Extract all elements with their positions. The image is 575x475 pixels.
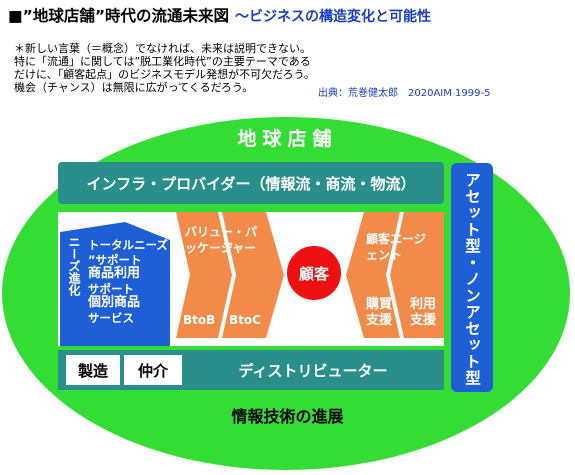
needs-item: トータルニーズ	[88, 238, 168, 252]
agent-label-1: 顧客エージ	[366, 232, 426, 246]
it-progress-label: 情報技術の進展	[231, 407, 344, 426]
asset-type-label: アセット型・ノンアセット型	[463, 171, 481, 387]
needs-item: ”サポート	[88, 252, 142, 267]
purchase-support-2: 支援	[366, 313, 393, 328]
customer-agent-chevrons	[346, 212, 444, 338]
infra-provider-bar: インフラ・プロバイダー（情報流・商流・物流）	[58, 162, 444, 204]
asset-type-bar: アセット型・ノンアセット型	[451, 163, 493, 392]
needs-evolution-block: ニーズ進化 トータルニーズ ”サポート 商品利用 サポート 個別商品 サービス	[60, 222, 170, 346]
value-packager-chevrons	[176, 212, 284, 338]
purchase-support-1: 購買	[366, 297, 393, 312]
distributor-bar	[58, 350, 444, 390]
manufacturing-tag: 製造	[66, 355, 120, 385]
distributor-label: ディストリビューター	[238, 361, 388, 380]
source-citation: 出典：荒巻健太郎 2020AIM 1999-5	[318, 88, 491, 99]
value-packager-label-1: バリュー・パ	[185, 225, 258, 239]
btob-chevron	[176, 212, 232, 338]
needs-evolution-label: ニーズ進化	[67, 236, 81, 296]
purchase-chevron	[346, 212, 400, 338]
btob-label: BtoB	[183, 313, 216, 327]
needs-item: 商品利用	[88, 266, 141, 281]
usage-chevron	[390, 212, 444, 338]
note-line-1: ＊新しい言葉（＝概念）でなければ、未来は説明できない。	[14, 42, 311, 55]
earth-store-label: 地球店舗	[237, 128, 338, 150]
note-line-2: 特に「流通」に関しては”脱工業化時代”の主要テーマである	[14, 55, 311, 68]
intermediary-tag: 仲介	[124, 355, 182, 385]
page-title: ■”地球店舗”時代の流通未来図〜ビジネスの構造変化と可能性	[8, 4, 431, 26]
title-main: ■”地球店舗”時代の流通未来図	[8, 7, 230, 25]
needs-arrow-shape	[60, 222, 170, 346]
usage-support-1: 利用	[410, 297, 437, 312]
value-packager-label-2: ッケージャー	[185, 241, 257, 255]
needs-item: サービス	[88, 310, 134, 325]
title-subtitle: 〜ビジネスの構造変化と可能性	[235, 9, 432, 25]
btoc-chevron	[222, 212, 284, 338]
customer-circle: 顧客	[287, 246, 341, 300]
agent-label-2: ェント	[366, 248, 403, 262]
needs-item: サポート	[88, 281, 134, 296]
needs-item: 個別商品	[88, 295, 141, 310]
needs-items-list: トータルニーズ ”サポート 商品利用 サポート 個別商品 サービス	[88, 238, 168, 325]
btoc-label: BtoC	[229, 313, 261, 327]
note-line-3: だけに、「顧客起点」のビジネスモデル発想が不可欠だろう。	[14, 68, 315, 81]
usage-support-2: 支援	[410, 313, 437, 328]
note-line-4: 機会（チャンス）は無限に広がってくるだろう。	[14, 81, 254, 94]
